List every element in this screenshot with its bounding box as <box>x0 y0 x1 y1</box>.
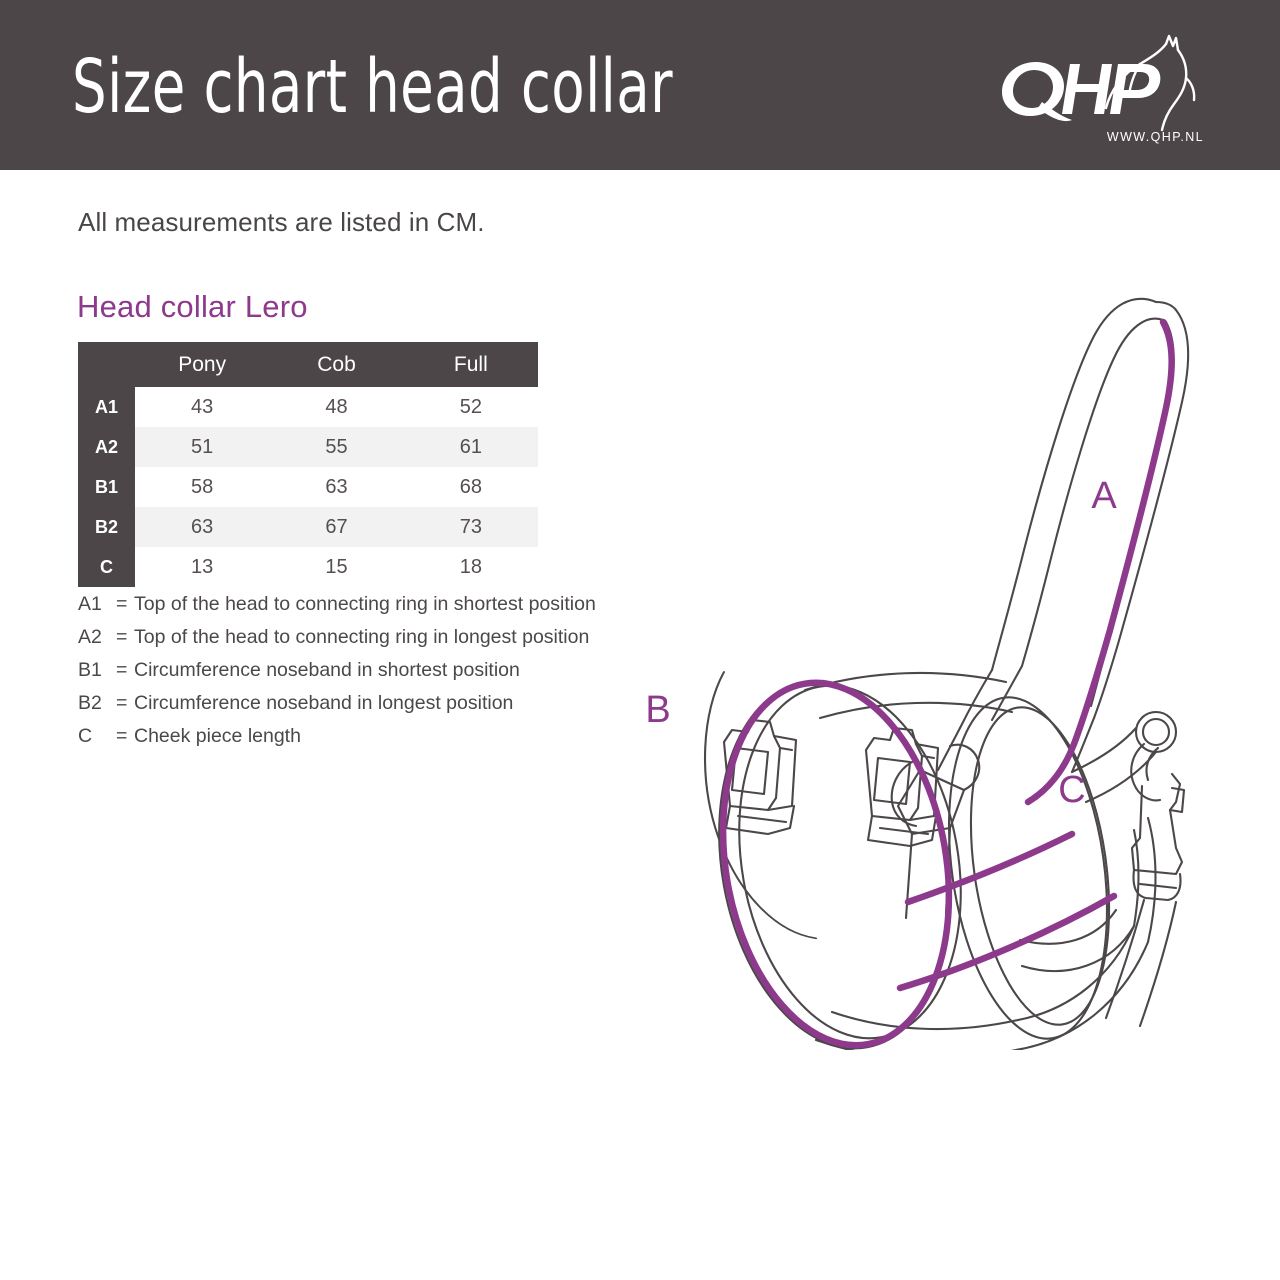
legend-text-a2: Top of the head to connecting ring in lo… <box>134 626 590 648</box>
halter-outline <box>704 297 1190 1050</box>
measure-line-b <box>719 679 953 1049</box>
cell-b2-cob: 67 <box>269 507 404 547</box>
measurement-lines <box>719 318 1175 1049</box>
column-header-cob: Cob <box>269 342 404 387</box>
cell-b2-pony: 63 <box>135 507 270 547</box>
cell-a2-pony: 51 <box>135 427 270 467</box>
column-header-full: Full <box>403 342 538 387</box>
cell-a1-pony: 43 <box>135 387 270 427</box>
measurement-legend: A1 = Top of the head to connecting ring … <box>78 593 596 758</box>
cell-b1-full: 68 <box>403 467 538 507</box>
legend-key-a1: A1 <box>78 593 102 615</box>
row-label-c: C <box>78 547 135 587</box>
logo-url-text: WWW.QHP.NL <box>1106 130 1204 144</box>
table-row: A2 51 55 61 <box>78 427 538 467</box>
page-title: Size chart head collar <box>72 44 673 130</box>
table-row: C 13 15 18 <box>78 547 538 587</box>
page-header: Size chart head collar <box>0 0 1280 170</box>
legend-text-b1: Circumference noseband in shortest posit… <box>134 659 520 681</box>
cell-a1-full: 52 <box>403 387 538 427</box>
legend-text-c: Cheek piece length <box>134 725 301 747</box>
section-title: Head collar Lero <box>77 289 308 324</box>
legend-equals: = <box>116 725 128 747</box>
row-label-a1: A1 <box>78 387 135 427</box>
measure-line-a <box>1024 318 1175 806</box>
qhp-logo-graphic <box>1002 34 1196 132</box>
legend-key-c: C <box>78 725 93 747</box>
legend-key-a2: A2 <box>78 626 102 648</box>
legend-equals: = <box>116 659 128 681</box>
table-head: Pony Cob Full <box>78 342 538 387</box>
cell-b1-pony: 58 <box>135 467 270 507</box>
diagram-label-b: B <box>645 689 670 731</box>
legend-text-b2: Circumference noseband in longest positi… <box>134 692 514 714</box>
cell-b1-cob: 63 <box>269 467 404 507</box>
diagram-label-a: A <box>1091 475 1117 517</box>
legend-text-a1: Top of the head to connecting ring in sh… <box>134 593 596 615</box>
legend-item-b1: B1 = Circumference noseband in shortest … <box>78 659 596 692</box>
legend-equals: = <box>116 692 128 714</box>
head-collar-diagram: A B C <box>620 250 1260 1050</box>
legend-item-a1: A1 = Top of the head to connecting ring … <box>78 593 596 626</box>
head-collar-line-drawing: A B C <box>645 297 1190 1050</box>
cell-a1-cob: 48 <box>269 387 404 427</box>
legend-item-a2: A2 = Top of the head to connecting ring … <box>78 626 596 659</box>
cell-c-cob: 15 <box>269 547 404 587</box>
size-chart-table: Pony Cob Full A1 43 48 52 A2 51 55 61 B1… <box>78 342 538 587</box>
row-label-b2: B2 <box>78 507 135 547</box>
legend-key-b2: B2 <box>78 692 102 714</box>
table-row: B1 58 63 68 <box>78 467 538 507</box>
measure-line-c-lower <box>896 892 1118 992</box>
legend-equals: = <box>116 593 128 615</box>
cell-c-full: 18 <box>403 547 538 587</box>
cell-a2-full: 61 <box>403 427 538 467</box>
qhp-logo: WWW.QHP.NL <box>998 34 1208 146</box>
legend-equals: = <box>116 626 128 648</box>
cell-b2-full: 73 <box>403 507 538 547</box>
row-label-a2: A2 <box>78 427 135 467</box>
table-body: A1 43 48 52 A2 51 55 61 B1 58 63 68 B2 6… <box>78 387 538 587</box>
diagram-label-c: C <box>1058 769 1085 811</box>
column-header-pony: Pony <box>135 342 270 387</box>
row-label-b1: B1 <box>78 467 135 507</box>
units-note: All measurements are listed in CM. <box>78 207 485 237</box>
table-corner-cell <box>78 342 135 387</box>
legend-item-b2: B2 = Circumference noseband in longest p… <box>78 692 596 725</box>
legend-item-c: C = Cheek piece length <box>78 725 596 758</box>
legend-key-b1: B1 <box>78 659 102 681</box>
measure-line-c-upper <box>904 830 1076 906</box>
table-row: A1 43 48 52 <box>78 387 538 427</box>
cell-c-pony: 13 <box>135 547 270 587</box>
table-row: B2 63 67 73 <box>78 507 538 547</box>
table-header-row: Pony Cob Full <box>78 342 538 387</box>
cell-a2-cob: 55 <box>269 427 404 467</box>
